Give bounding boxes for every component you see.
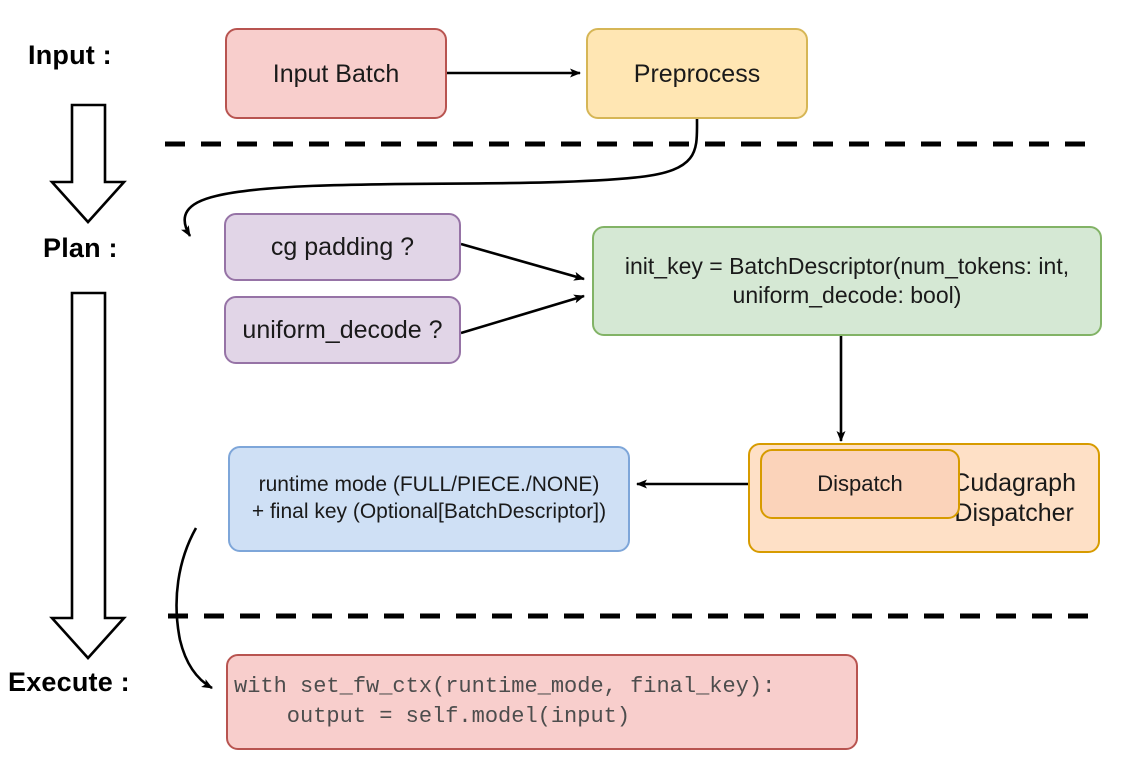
input-to-plan-arrow — [49, 103, 127, 224]
edge-cg-padding-to-init-key — [460, 242, 585, 281]
node-preprocess-label: Preprocess — [633, 59, 761, 88]
node-init-key-line2: uniform_decode: bool) — [732, 282, 962, 308]
node-runtime-mode[interactable]: runtime mode (FULL/PIECE./NONE) + final … — [228, 446, 630, 552]
node-execute-code[interactable]: with set_fw_ctx(runtime_mode, final_key)… — [226, 654, 858, 750]
node-dispatch-label: Dispatch — [817, 470, 903, 496]
edge-runtime-mode-to-execute-code — [175, 527, 213, 690]
node-input-batch-label: Input Batch — [272, 59, 400, 88]
node-cg-padding-label: cg padding ? — [270, 233, 415, 261]
stage-label-execute: Execute : — [8, 667, 130, 697]
plan-to-execute-arrow — [49, 291, 127, 660]
node-runtime-mode-line1: runtime mode (FULL/PIECE./NONE) — [258, 473, 600, 497]
edge-uniform-decode-to-init-key — [460, 294, 585, 335]
node-input-batch[interactable]: Input Batch — [225, 28, 447, 119]
node-init-key-line1: init_key = BatchDescriptor(num_tokens: i… — [624, 252, 1070, 279]
node-cudagraph-dispatcher-line1: Cudagraph — [952, 468, 1076, 497]
node-uniform-decode-label: uniform_decode ? — [242, 316, 443, 344]
node-execute-code-line1: with set_fw_ctx(runtime_mode, final_key)… — [234, 674, 776, 700]
node-cudagraph-dispatcher-line2: Dispatcher — [954, 499, 1074, 527]
node-runtime-mode-line2: + final key (Optional[BatchDescriptor]) — [251, 500, 607, 523]
node-execute-code-line2: output = self.model(input) — [234, 704, 631, 729]
node-preprocess[interactable]: Preprocess — [586, 28, 808, 119]
node-cudagraph-dispatcher-text: Cudagraph Dispatcher — [952, 468, 1076, 529]
node-uniform-decode[interactable]: uniform_decode ? — [224, 296, 461, 364]
node-cg-padding[interactable]: cg padding ? — [224, 213, 461, 281]
node-init-key-text: init_key = BatchDescriptor(num_tokens: i… — [625, 252, 1069, 311]
node-init-key[interactable]: init_key = BatchDescriptor(num_tokens: i… — [592, 226, 1102, 336]
node-execute-code-text: with set_fw_ctx(runtime_mode, final_key)… — [234, 672, 775, 731]
stage-label-plan: Plan : — [43, 233, 118, 263]
node-runtime-mode-text: runtime mode (FULL/PIECE./NONE) + final … — [252, 472, 606, 526]
stage-label-input: Input : — [28, 40, 112, 70]
node-dispatch[interactable]: Dispatch — [760, 449, 960, 519]
